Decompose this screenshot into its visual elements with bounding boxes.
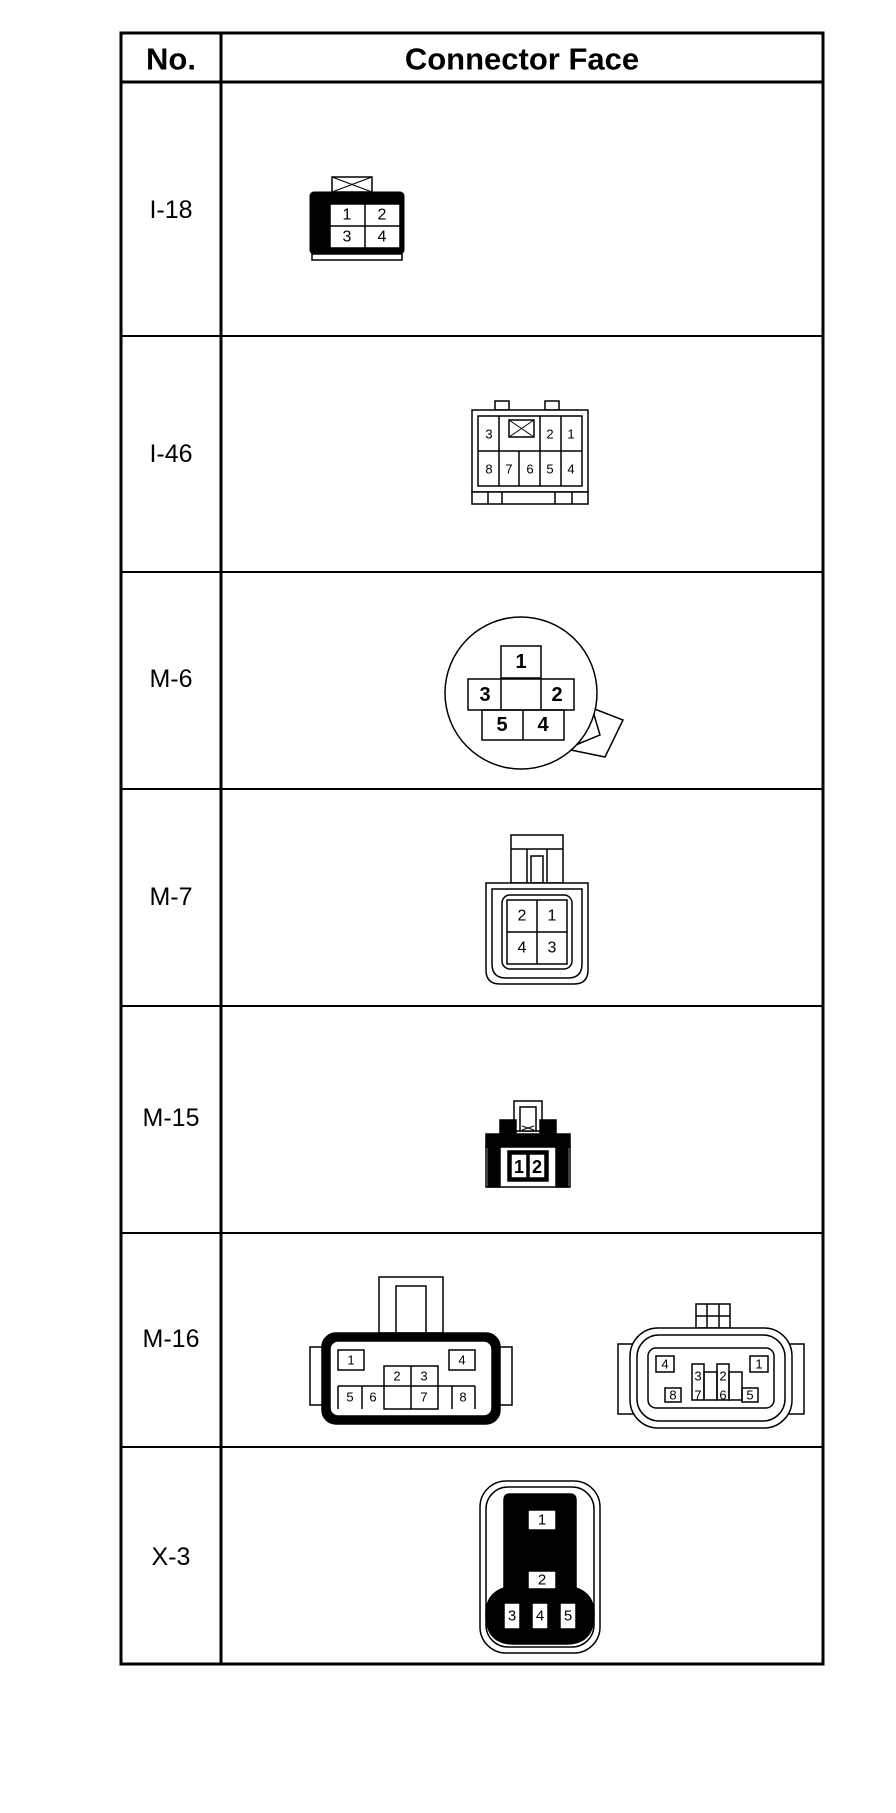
pin-label: 3 (343, 229, 352, 246)
header-connector-face: Connector Face (405, 42, 639, 77)
pin-label: 7 (420, 1390, 427, 1405)
pin-label: 1 (755, 1357, 762, 1372)
pin-label: 5 (546, 462, 553, 477)
pin-label: 2 (546, 427, 553, 442)
pin-label: 4 (536, 1608, 544, 1625)
pin-label: 2 (518, 908, 527, 925)
pin-label: 3 (479, 684, 490, 706)
pin-label: 5 (346, 1390, 353, 1405)
row-label-x3: X-3 (152, 1543, 191, 1571)
pin-label: 2 (538, 1572, 546, 1589)
connector-m6: 1 3 2 5 4 (444, 616, 625, 770)
connector-m16-right: 4 1 3 2 8 7 6 5 (617, 1303, 805, 1429)
pin-label: 2 (551, 684, 562, 706)
pin-label: 4 (518, 940, 527, 957)
pin-label: 8 (459, 1390, 466, 1405)
row-label-i46: I-46 (149, 440, 192, 468)
row-label-m6: M-6 (149, 665, 192, 693)
pin-label: 1 (567, 427, 574, 442)
pin-label: 2 (393, 1369, 400, 1384)
connector-i46: 3 2 1 8 7 6 5 4 (471, 400, 589, 505)
pin-label: 2 (719, 1369, 726, 1384)
pin-label: 1 (514, 1157, 524, 1177)
pin-label: 5 (496, 714, 507, 736)
pin-label: 7 (505, 462, 512, 477)
pin-label: 4 (378, 229, 387, 246)
pin-label: 4 (567, 462, 574, 477)
pin-label: 1 (343, 207, 352, 224)
connector-m7: 2 1 4 3 (485, 834, 589, 985)
connector-m16-left: 1 4 2 3 5 6 7 8 (309, 1276, 513, 1425)
pin-label: 3 (694, 1369, 701, 1384)
pin-label: 7 (694, 1388, 701, 1403)
pin-label: 1 (347, 1353, 354, 1368)
row-label-m7: M-7 (149, 883, 192, 911)
connector-m15: 1 2 (485, 1100, 571, 1188)
connector-i18: 1 2 3 4 (309, 176, 405, 261)
pin-label: 3 (548, 940, 557, 957)
pin-label: 1 (515, 651, 526, 673)
pin-label: 6 (526, 462, 533, 477)
pin-label: 1 (548, 908, 557, 925)
pin-label: 8 (669, 1388, 676, 1403)
pin-label: 2 (378, 207, 387, 224)
pin-label: 4 (458, 1353, 465, 1368)
pin-label: 8 (485, 462, 492, 477)
pin-label: 5 (564, 1608, 572, 1625)
header-no: No. (146, 42, 196, 77)
pin-label: 3 (420, 1369, 427, 1384)
pin-label: 1 (538, 1512, 546, 1529)
pin-label: 4 (537, 714, 549, 736)
pin-label: 6 (369, 1390, 376, 1405)
row-label-m15: M-15 (143, 1104, 200, 1132)
row-label-m16: M-16 (143, 1325, 200, 1353)
pin-label: 4 (661, 1357, 668, 1372)
connector-x3: 1 2 3 4 5 (479, 1480, 601, 1654)
pin-label: 6 (719, 1388, 726, 1403)
pin-label: 5 (746, 1388, 753, 1403)
row-label-i18: I-18 (149, 196, 192, 224)
pin-label: 3 (485, 427, 492, 442)
table-grid (119, 31, 825, 1666)
pin-label: 2 (532, 1157, 542, 1177)
pin-label: 3 (508, 1608, 516, 1625)
